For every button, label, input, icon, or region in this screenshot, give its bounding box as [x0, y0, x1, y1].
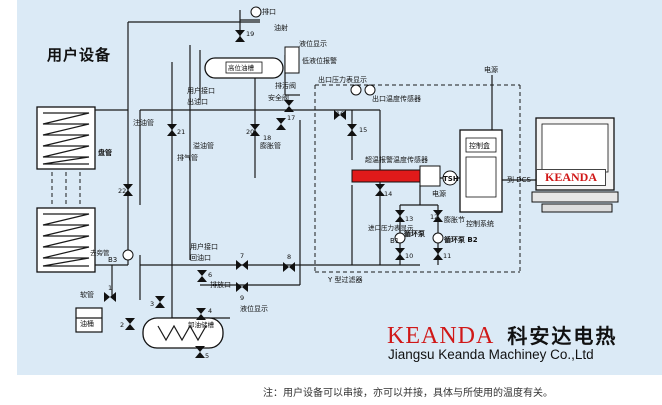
valve-number: 3	[150, 300, 154, 308]
label-outlet-pressure: 出口压力表显示	[318, 75, 367, 84]
label-level-top: 液位显示	[299, 39, 327, 48]
label-drain-top: 排口	[262, 7, 276, 16]
valve-number: 11	[443, 252, 451, 260]
label-coil: 盘管	[98, 148, 112, 157]
pump-b1	[394, 232, 406, 244]
valve-number: 16	[336, 110, 344, 118]
high-level-tank	[204, 46, 300, 79]
valve-number: 22	[118, 187, 126, 195]
valve-number: 1	[108, 284, 112, 292]
label-expansion: 膨胀管	[260, 141, 281, 150]
system-boundary	[314, 84, 521, 273]
monitor-brand-label: KEANDA	[536, 169, 606, 186]
valve-number: 17	[287, 114, 295, 122]
valve-number: 19	[246, 30, 254, 38]
pressure-gauges	[250, 6, 376, 96]
label-soft-tube: 软管	[80, 290, 94, 299]
coil-exchanger-top	[36, 106, 96, 170]
valve-number: 4	[208, 307, 212, 315]
label-exhaust: 排气管	[177, 153, 198, 162]
brand-en: KEANDA	[387, 323, 495, 349]
label-heater-power: 电源	[432, 189, 446, 198]
label-user-inlet-b: 回油口	[190, 253, 211, 262]
connector-dashes	[51, 172, 81, 204]
control-cabinet	[459, 129, 503, 213]
label-low-level-switch: 低液位报警	[302, 56, 337, 65]
valve-number: 20	[246, 128, 254, 136]
pump-b2	[432, 232, 444, 244]
oil-drum	[75, 307, 103, 333]
valve-number: 12	[430, 213, 438, 221]
brand: KEANDA 科安达电热	[387, 320, 617, 350]
label-bypass-id: B3	[108, 256, 117, 264]
label-safety: 安全阀	[268, 93, 289, 102]
label-tsh: TSH	[443, 175, 459, 183]
page-title: 用户设备	[47, 46, 112, 64]
label-storage: 卸油储槽	[188, 320, 215, 329]
label-oil-drum: 油桶	[80, 319, 94, 328]
label-overflow: 溢油管	[193, 141, 214, 150]
label-level-bottom: 液位显示	[240, 304, 268, 313]
label-over-temp: 超温报警温度传感器	[365, 155, 428, 164]
label-y-filter: Y 型过滤器	[327, 275, 363, 284]
label-vent: 排污阀	[275, 81, 296, 90]
valve-number: 14	[384, 190, 392, 198]
pump-b3	[122, 249, 134, 261]
label-bypass: 去旁管	[90, 248, 110, 257]
label-fill-oil: 注油管	[133, 118, 154, 127]
coil-exchanger-bottom	[36, 207, 96, 273]
label-pump-a: 循环泵	[404, 229, 425, 238]
valve-number: 2	[120, 321, 124, 329]
valve-number-labels: 19 18 17 16 15 14 13 12 10 11 22 21 20 8…	[108, 30, 451, 360]
valve-number: 10	[405, 252, 413, 260]
label-user-outlet-b: 出油口	[187, 97, 208, 106]
valve-number: 13	[405, 215, 413, 223]
label-inlet-pressure: 进口压力表显示	[368, 223, 414, 232]
valve-number: 7	[240, 252, 244, 260]
valve-number: 21	[177, 128, 185, 136]
storage-tank	[142, 317, 224, 349]
valves	[104, 30, 443, 358]
label-drain: 排放口	[210, 280, 231, 289]
valve-number: 15	[359, 126, 367, 134]
label-user-outlet-a: 用户接口	[187, 86, 215, 95]
label-outlet-temp: 出口温度传感器	[372, 94, 421, 103]
label-dcs: 到 DCS	[507, 176, 532, 184]
label-control-system: 控制系统	[466, 219, 494, 228]
brand-cn: 科安达电热	[507, 324, 618, 348]
valve-number: 5	[205, 352, 209, 360]
electric-heater	[351, 165, 458, 187]
valve-number: 6	[208, 271, 212, 279]
label-pump-b: 循环泵 B2	[444, 235, 478, 244]
valve-number: 9	[240, 294, 244, 302]
label-expansion-joint: 膨胀节	[444, 215, 465, 224]
valve-number: 18	[263, 134, 271, 142]
label-control-box: 控制盒	[469, 141, 490, 150]
diagram-labels: 排口 油射 液位显示 低液位报警 高位油槽 排污阀 安全阀 出口压力表显示 出口…	[80, 7, 532, 329]
valve-number: 8	[287, 253, 291, 261]
company-name: Jiangsu Keanda Machiney Co.,Ltd	[388, 347, 594, 362]
footnote: 注：用户设备可以串接，亦可以并接，具体与所使用的温度有关。	[263, 388, 553, 399]
label-spray: 油射	[274, 23, 288, 32]
dcs-monitor	[531, 117, 619, 213]
label-power: 电源	[484, 65, 498, 74]
label-user-inlet-a: 用户接口	[190, 242, 218, 251]
label-tank: 高位油槽	[228, 63, 255, 72]
label-pump-a-id: B1	[390, 237, 399, 245]
